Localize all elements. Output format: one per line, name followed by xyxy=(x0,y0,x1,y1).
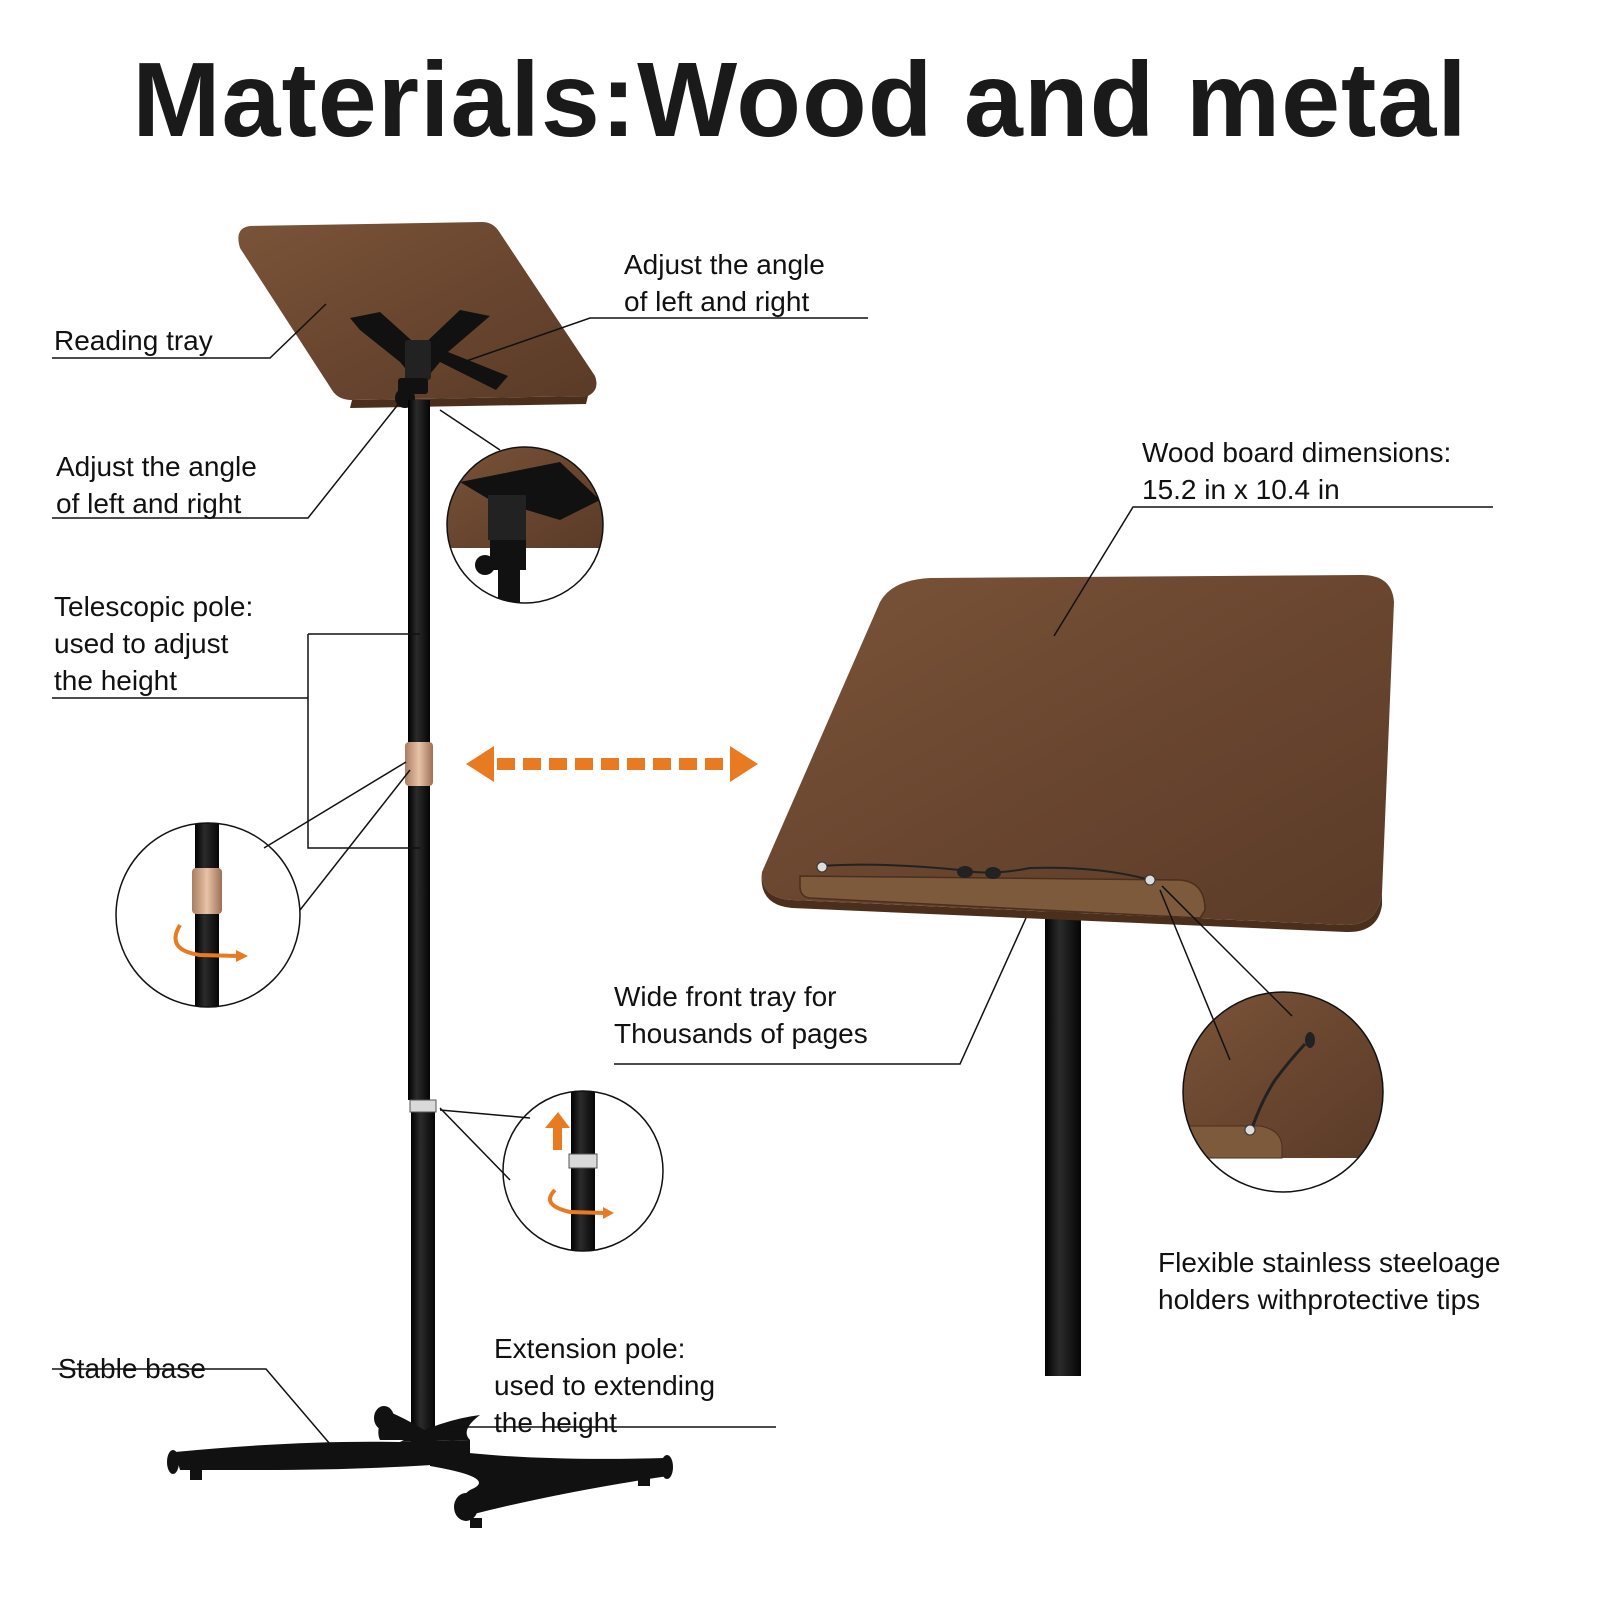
label-line: used to extending xyxy=(494,1370,716,1401)
tray-bracket xyxy=(350,310,508,408)
lower-pole xyxy=(411,1100,435,1445)
copper-collar xyxy=(405,742,433,786)
label-page-holders: Flexible stainless steeloage holders wit… xyxy=(1158,1244,1500,1318)
label-line: 15.2 in x 10.4 in xyxy=(1142,474,1340,505)
page-title: Materials:Wood and metal xyxy=(132,41,1468,159)
label-line: the height xyxy=(494,1407,617,1438)
label-line: Flexible stainless steeloage xyxy=(1158,1247,1501,1278)
label-line: the height xyxy=(54,665,177,696)
zoom-circle-holder xyxy=(1182,991,1384,1193)
reading-tray-board xyxy=(238,222,597,400)
zoom-circle-tray-head xyxy=(446,446,604,604)
label-board-dimensions: Wood board dimensions: 15.2 in x 10.4 in xyxy=(1142,434,1451,508)
label-angle-left: Adjust the angle of left and right xyxy=(56,448,257,522)
label-front-tray: Wide front tray for Thousands of pages xyxy=(614,978,868,1052)
label-angle-top: Adjust the angle of left and right xyxy=(624,246,825,320)
label-line: Wood board dimensions: xyxy=(1142,437,1452,468)
stable-base xyxy=(167,1406,673,1528)
orange-double-arrow xyxy=(466,746,758,782)
label-line: Thousands of pages xyxy=(614,1018,868,1049)
right-pole xyxy=(1045,900,1081,1376)
pole-joint-ring xyxy=(409,1099,437,1113)
wood-board xyxy=(761,575,1394,925)
label-line: Extension pole: xyxy=(494,1333,686,1364)
label-extension-pole: Extension pole: used to extending the he… xyxy=(494,1330,715,1441)
label-line: holders withprotective tips xyxy=(1158,1284,1481,1315)
label-line: Wide front tray for xyxy=(614,981,837,1012)
left-stand xyxy=(167,222,673,1528)
zoom-circle-joint xyxy=(502,1090,664,1252)
label-line: of left and right xyxy=(56,488,242,519)
label-line: used to adjust xyxy=(54,628,229,659)
label-reading-tray: Reading tray xyxy=(54,325,213,356)
label-telescopic-pole: Telescopic pole: used to adjust the heig… xyxy=(54,588,253,699)
label-line: Telescopic pole: xyxy=(54,591,254,622)
right-stand xyxy=(761,575,1394,1376)
callout-lines xyxy=(52,303,1493,1445)
front-tray xyxy=(799,875,1206,919)
zoom-circle-collar xyxy=(115,822,301,1008)
label-stable-base: Stable base xyxy=(58,1353,206,1384)
label-line: Adjust the angle xyxy=(56,451,257,482)
label-line: Adjust the angle xyxy=(624,249,825,280)
label-line: of left and right xyxy=(624,286,810,317)
